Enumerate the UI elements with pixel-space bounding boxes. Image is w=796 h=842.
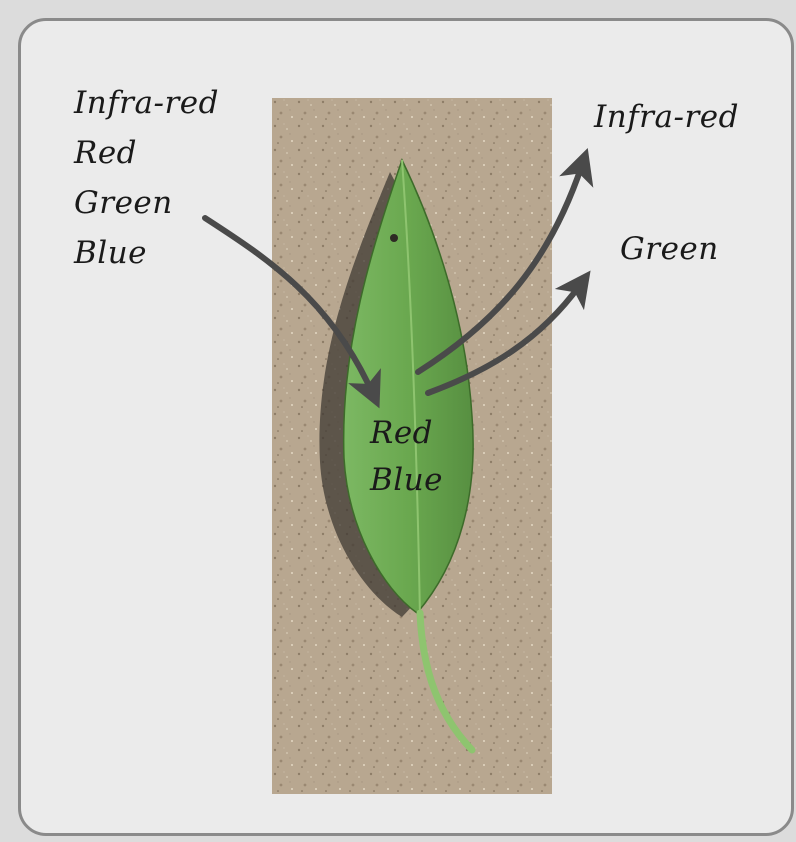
- incoming-red-label: Red: [74, 128, 219, 178]
- incoming-infrared-label: Infra-red: [74, 78, 219, 128]
- absorbed-blue-label: Blue: [370, 457, 443, 504]
- leaf-hole: [390, 234, 398, 242]
- incoming-blue-label: Blue: [74, 228, 219, 278]
- absorbed-red-label: Red: [370, 410, 443, 457]
- incoming-green-label: Green: [74, 178, 219, 228]
- incoming-light-list: Infra-red Red Green Blue: [74, 78, 219, 278]
- reflected-infrared-label: Infra-red: [594, 92, 739, 142]
- reflected-green-label: Green: [620, 224, 719, 274]
- absorbed-light-list: Red Blue: [370, 410, 443, 504]
